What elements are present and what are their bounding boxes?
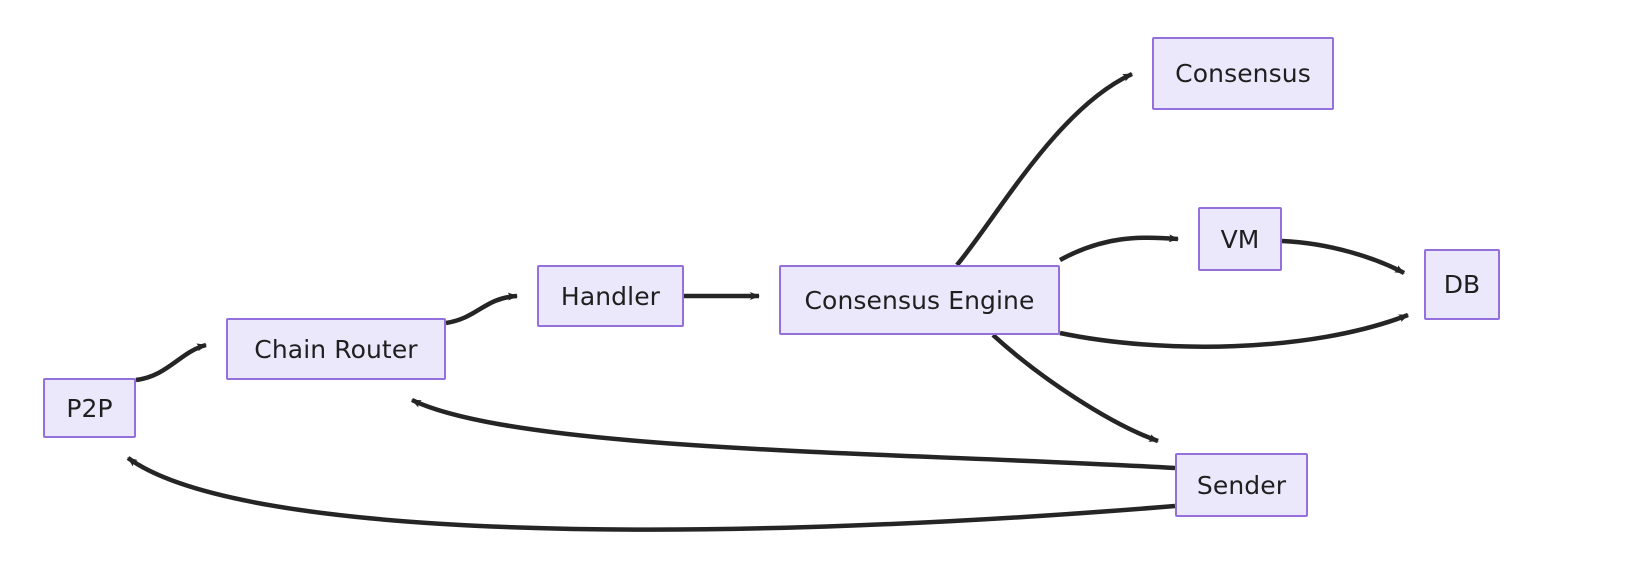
edge-sender-to-chain-router [411, 397, 1176, 471]
node-p2p[interactable]: P2P [43, 378, 136, 438]
edge-consensus-engine-to-db [1059, 312, 1409, 349]
node-sender-label: Sender [1196, 470, 1287, 500]
node-chain-router-label: Chain Router [254, 334, 418, 364]
node-handler-label: Handler [560, 281, 661, 311]
node-db-label: DB [1443, 270, 1481, 299]
node-vm[interactable]: VM [1198, 207, 1282, 271]
edge-consensus-engine-to-consensus [955, 71, 1133, 267]
node-p2p-label: P2P [66, 393, 113, 423]
node-consensus-engine[interactable]: Consensus Engine [779, 265, 1060, 335]
node-vm-label: VM [1220, 224, 1260, 254]
edge-vm-to-db [1281, 238, 1406, 275]
edge-p2p-to-chain-router [135, 342, 207, 383]
edge-chain-router-to-handler [445, 292, 518, 326]
edge-sender-to-p2p [126, 456, 1176, 532]
node-handler[interactable]: Handler [537, 265, 684, 327]
node-db[interactable]: DB [1424, 249, 1500, 320]
node-consensus-engine-label: Consensus Engine [804, 285, 1035, 315]
edge-consensus-engine-to-sender [991, 333, 1159, 444]
edge-consensus-engine-to-vm [1058, 234, 1179, 262]
node-chain-router[interactable]: Chain Router [226, 318, 446, 380]
node-sender[interactable]: Sender [1175, 453, 1308, 517]
node-consensus-label: Consensus [1175, 59, 1311, 88]
node-consensus[interactable]: Consensus [1152, 37, 1334, 110]
